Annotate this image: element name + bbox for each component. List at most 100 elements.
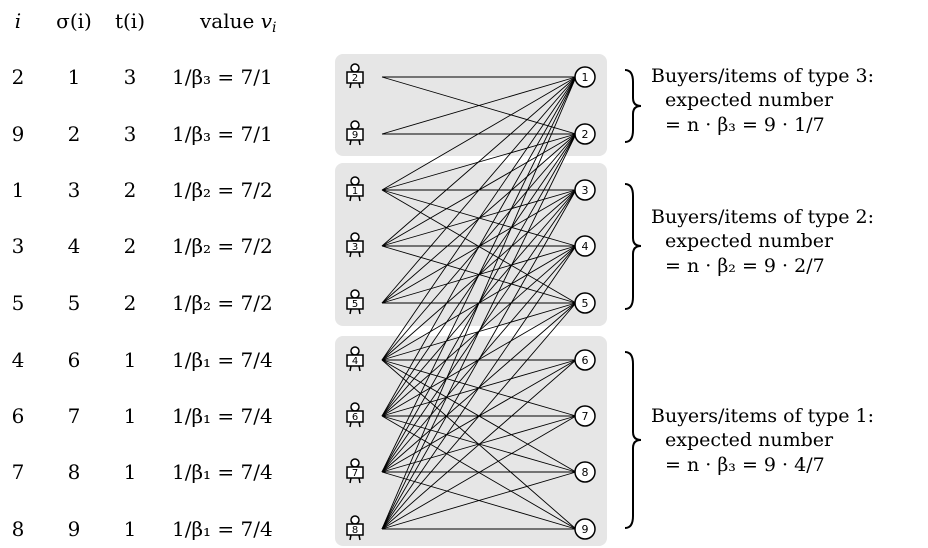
buyer-leg: [358, 421, 361, 428]
cell-sigma: 8: [68, 460, 81, 484]
buyer-icon: 6: [346, 402, 364, 428]
svg-text:expected number: expected number: [665, 230, 834, 252]
svg-text:expected number: expected number: [665, 429, 834, 451]
cell-value: 1/β₁ = 7/4: [172, 348, 273, 372]
group-box-type-1: [335, 336, 607, 546]
table-row: 7 8 1 1/β₁ = 7/4: [12, 460, 273, 484]
cell-t: 1: [124, 348, 137, 372]
edge: [381, 76, 577, 361]
cell-value: 1/β₃ = 7/1: [172, 122, 273, 146]
item-label: 2: [582, 128, 589, 141]
buyer-head: [350, 176, 360, 186]
cell-t: 3: [124, 122, 137, 146]
item-node: 1: [574, 66, 596, 88]
buyer-leg: [358, 82, 361, 89]
cell-i: 9: [12, 122, 25, 146]
buyer-leg: [349, 139, 352, 146]
item-circle: [574, 123, 596, 145]
item-node: 9: [574, 518, 596, 540]
cell-value: 1/β₂ = 7/2: [172, 178, 273, 202]
buyer-body: [346, 128, 364, 141]
buyer-label: 7: [352, 468, 358, 479]
item-node: 5: [574, 292, 596, 314]
buyer-body: [346, 71, 364, 84]
buyer-leg: [349, 421, 352, 428]
cell-i: 8: [12, 517, 25, 541]
edges: [381, 76, 577, 530]
annotations: Buyers/items of type 3: expected number …: [651, 65, 874, 476]
cell-t: 3: [124, 65, 137, 89]
svg-text:= n · β₃ = 9 · 4/7: = n · β₃ = 9 · 4/7: [665, 454, 825, 476]
item-node: 8: [574, 461, 596, 483]
buyer-head: [350, 120, 360, 130]
cell-sigma: 9: [68, 517, 81, 541]
buyer-label: 6: [352, 412, 358, 423]
group-boxes: [335, 54, 607, 546]
cell-t: 1: [124, 404, 137, 428]
buyer-icon: 7: [346, 458, 364, 484]
cell-i: 7: [12, 460, 25, 484]
buyer-head: [350, 515, 360, 525]
item-label: 4: [582, 240, 589, 253]
item-circle: [574, 179, 596, 201]
table-row: 1 3 2 1/β₂ = 7/2: [12, 178, 273, 202]
cell-i: 5: [12, 291, 25, 315]
svg-text:= n · β₃ = 9 · 1/7: = n · β₃ = 9 · 1/7: [665, 114, 825, 136]
cell-value: 1/β₂ = 7/2: [172, 291, 273, 315]
buyer-head: [350, 402, 360, 412]
edge: [381, 471, 577, 530]
header-value: value vi: [199, 9, 277, 36]
buyer-head: [350, 63, 360, 73]
brace-type-2: [624, 183, 642, 310]
group-box-type-2: [335, 163, 607, 326]
cell-i: 1: [12, 178, 25, 202]
cell-value: 1/β₁ = 7/4: [172, 460, 273, 484]
svg-text:expected number: expected number: [665, 89, 834, 111]
item-label: 5: [582, 297, 589, 310]
edge: [381, 76, 577, 191]
buyer-leg: [349, 308, 352, 315]
cell-t: 1: [124, 460, 137, 484]
buyer-head: [350, 458, 360, 468]
edge: [381, 76, 577, 135]
buyer-head: [350, 232, 360, 242]
buyer-leg: [358, 195, 361, 202]
buyer-leg: [358, 365, 361, 372]
cell-value: 1/β₁ = 7/4: [172, 404, 273, 428]
cell-sigma: 3: [68, 178, 81, 202]
item-node: 2: [574, 123, 596, 145]
header-t: t(i): [115, 9, 145, 33]
item-circle: [574, 66, 596, 88]
buyer-head: [350, 289, 360, 299]
item-node: 6: [574, 349, 596, 371]
buyer-body: [346, 297, 364, 310]
cell-i: 3: [12, 234, 25, 258]
buyer-body: [346, 184, 364, 197]
buyer-leg: [358, 534, 361, 541]
item-label: 8: [582, 466, 589, 479]
buyer-body: [346, 523, 364, 536]
annotation-type-3: Buyers/items of type 3: expected number …: [651, 65, 874, 136]
annotation-type-2: Buyers/items of type 2: expected number …: [651, 206, 874, 277]
brace-type-3: [624, 69, 642, 143]
cell-t: 2: [124, 178, 137, 202]
header-sigma: σ(i): [56, 9, 92, 33]
buyer-icon: 8: [346, 515, 364, 541]
table-row: 9 2 3 1/β₃ = 7/1: [12, 122, 273, 146]
cell-sigma: 2: [68, 122, 81, 146]
buyer-leg: [349, 195, 352, 202]
svg-text:Buyers/items of type 3:: Buyers/items of type 3:: [651, 65, 874, 87]
cell-sigma: 1: [68, 65, 81, 89]
table-header: i σ(i) t(i) value vi: [15, 9, 277, 36]
buyer-body: [346, 466, 364, 479]
edge: [381, 76, 577, 530]
item-circle: [574, 518, 596, 540]
buyer-leg: [358, 308, 361, 315]
edge: [381, 359, 577, 530]
